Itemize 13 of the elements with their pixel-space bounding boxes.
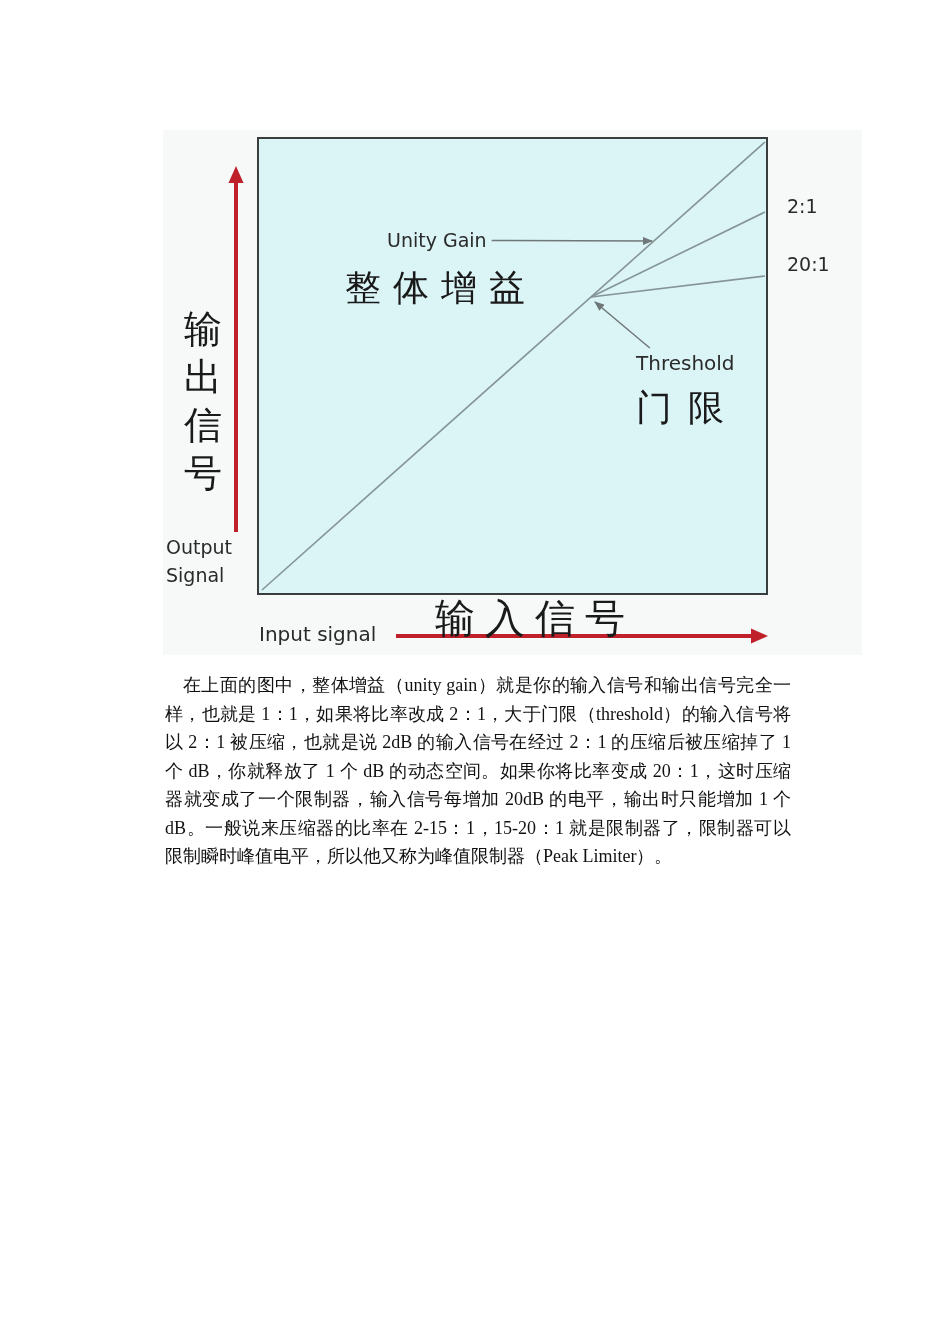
caption-paragraph: 在上面的图中，整体增益（unity gain）就是你的输入信号和输出信号完全一样，也就是 1：1，如果将比率改成 2：1，大于门限（threshold）的输入信号将以 2：1 被压缩，也就是说 2dB 的输入信号在经过 2：1 的压缩后被压缩掉了 1 个 dB，你就释放了 1 个 dB 的动态空间。如果你将比率变成 20：1，这时压缩器就变成了一个限制器，输入信号每增加 20dB 的电平，输出时只能增加 1 个 dB。一般说来压缩器的比率在 2-15：1，15-20：1 就是限制器了，限制器可以限制瞬时峰值电平，所以他又称为峰值限制器（Peak Limiter）。 bbox=[165, 674, 791, 868]
leader-arrow bbox=[594, 301, 651, 349]
callout-label: Unity Gain bbox=[387, 229, 487, 252]
leader-arrow bbox=[490, 236, 653, 245]
callout-label: 整体增益 bbox=[345, 266, 537, 310]
ratio-label: 2:1 bbox=[787, 195, 818, 218]
callout-label: Threshold bbox=[636, 351, 735, 375]
axis-label: Output Signal bbox=[166, 535, 233, 588]
axis-label: 输出信号 bbox=[184, 306, 223, 497]
axis-label: 输入信号 bbox=[435, 594, 635, 642]
ratio-label: 20:1 bbox=[787, 253, 830, 276]
callout-label: 门限 bbox=[636, 386, 740, 430]
axis-label: Input signal bbox=[259, 622, 377, 646]
